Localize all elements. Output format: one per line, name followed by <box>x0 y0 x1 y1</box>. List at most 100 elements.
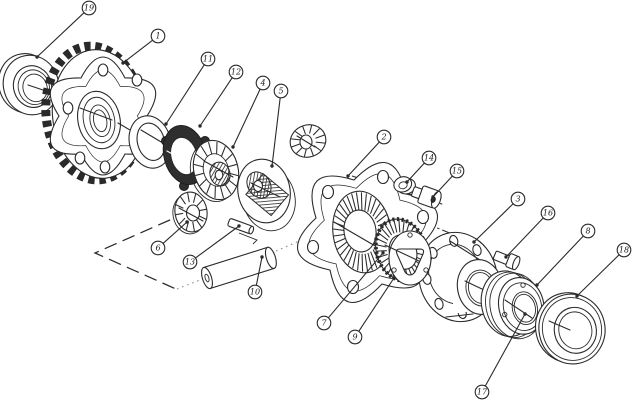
callout-16-dowel-pin: 16 <box>504 205 556 259</box>
callout-number: 12 <box>231 68 241 77</box>
callout-8-seal-collar: 8 <box>535 223 596 287</box>
callout-balloon <box>449 163 465 179</box>
callout-number: 6 <box>155 244 160 253</box>
leader-line <box>576 254 620 297</box>
leader-dot <box>121 61 125 65</box>
callout-balloon <box>200 51 216 67</box>
leader-line <box>484 313 526 387</box>
callout-balloon <box>616 242 632 258</box>
part-6-pinion-gear-upper <box>289 124 327 158</box>
leader-line <box>122 39 154 64</box>
leader-line <box>358 277 395 332</box>
leader-dot <box>346 174 350 178</box>
callout-number: 4 <box>259 79 265 88</box>
callout-7-splined-ring: 7 <box>316 251 385 331</box>
leader-dot <box>392 276 396 280</box>
leader-line <box>347 141 380 177</box>
leader-line <box>473 203 514 243</box>
callout-balloon <box>580 223 596 239</box>
callout-balloon <box>347 329 363 345</box>
callout-balloon <box>182 254 198 270</box>
leader-dot <box>185 220 189 224</box>
leader-line <box>199 77 233 127</box>
callout-5-splined-flange: 5 <box>270 83 289 168</box>
leader-dot <box>260 255 264 259</box>
callout-14-washer: 14 <box>405 150 437 184</box>
leader-line <box>432 175 453 198</box>
callout-number: 7 <box>321 319 327 328</box>
callout-number: 2 <box>380 133 386 142</box>
leader-dot <box>472 240 476 244</box>
leader-line <box>536 235 584 286</box>
leader-dot <box>535 283 539 287</box>
callout-number: 14 <box>424 154 434 163</box>
callout-4-side-gear: 4 <box>231 75 271 149</box>
callout-number: 15 <box>452 167 462 176</box>
part-9-lock-washer <box>388 230 432 286</box>
leader-dot <box>35 55 39 59</box>
callout-1-ring-gear-differential-case: 1 <box>121 28 166 65</box>
callout-11-thrust-washer: 11 <box>164 51 216 126</box>
leader-dot <box>405 180 409 184</box>
callout-balloon <box>255 75 271 91</box>
leader-line <box>162 221 188 245</box>
callout-number: 19 <box>84 4 94 13</box>
leader-dot <box>504 255 508 259</box>
callout-balloon <box>316 315 332 331</box>
leader-line <box>232 88 261 148</box>
callout-balloon <box>376 129 392 145</box>
callout-number: 18 <box>619 246 629 255</box>
callout-number: 16 <box>543 209 553 218</box>
part-1-ring-gear <box>41 41 157 185</box>
leader-dot <box>237 224 241 228</box>
leader-dot <box>431 195 435 199</box>
callout-balloon <box>81 0 97 16</box>
leader-line <box>505 217 544 258</box>
part-6-pinion-gear <box>172 191 208 235</box>
part-18-outer-bearing <box>535 292 606 365</box>
callout-balloon <box>273 83 289 99</box>
leader-line <box>271 97 281 167</box>
leader-line <box>255 256 263 286</box>
callout-2-housing-flange: 2 <box>346 129 392 178</box>
callout-number: 1 <box>155 32 160 41</box>
callout-number: 10 <box>250 288 260 297</box>
part-5-splined-flange <box>237 158 296 232</box>
callout-10-cross-shaft: 10 <box>247 255 264 300</box>
callout-balloon <box>474 384 490 400</box>
part-4-side-gear <box>189 139 240 202</box>
callout-17-seal: 17 <box>474 312 527 400</box>
callout-number: 3 <box>515 195 520 204</box>
callout-balloon <box>150 28 166 44</box>
callout-6-pinion-gear: 6 <box>150 220 189 256</box>
leader-dot <box>381 251 385 255</box>
callout-19-bearing: 19 <box>35 0 97 59</box>
leader-dot <box>575 294 579 298</box>
leader-dot <box>231 145 235 149</box>
callout-balloon <box>247 284 263 300</box>
callout-number: 9 <box>352 333 357 342</box>
callout-12-friction-disc: 12 <box>198 64 244 128</box>
leader-line <box>194 225 240 259</box>
leader-line <box>406 162 425 183</box>
callout-13-roll-pin: 13 <box>182 224 241 270</box>
callout-18-outer-bearing: 18 <box>575 242 632 298</box>
leader-dot <box>198 124 202 128</box>
callout-number: 11 <box>203 55 213 64</box>
leader-line <box>327 252 384 319</box>
callout-balloon <box>228 64 244 80</box>
callout-number: 17 <box>477 388 488 397</box>
part-16-dowel-pin <box>492 250 521 271</box>
leader-dot <box>270 164 274 168</box>
callout-15-plug: 15 <box>431 163 465 199</box>
part-10-cross-shaft <box>201 246 277 290</box>
callout-3-hub: 3 <box>472 191 526 244</box>
callout-9-lock-washer: 9 <box>347 276 396 345</box>
part-8-seal-collar <box>480 270 545 340</box>
callout-balloon <box>510 191 526 207</box>
leader-line <box>36 12 85 58</box>
leader-line <box>165 64 205 125</box>
